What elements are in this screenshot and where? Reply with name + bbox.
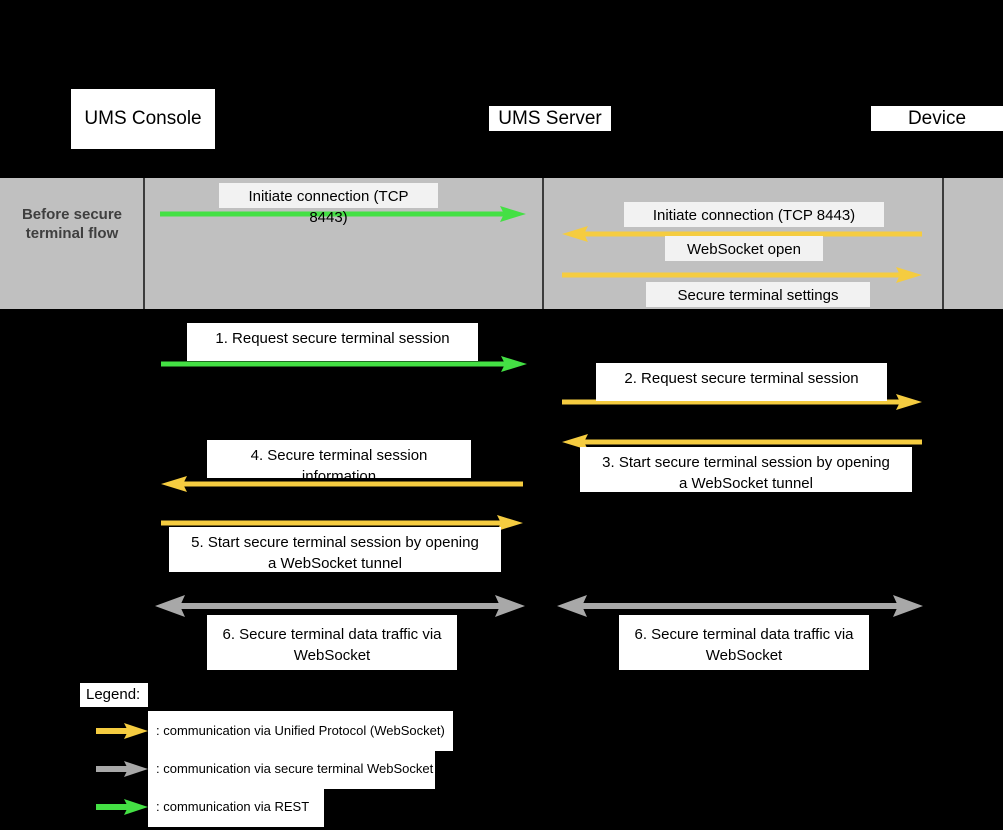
label-band-initiate-connection-unified: Initiate connection (TCP 8443) [624, 202, 884, 227]
label-message-2: 2. Request secure terminal session [596, 363, 887, 401]
participant-label: UMS Console [84, 108, 202, 129]
label-message-6-console-server: 6. Secure terminal data traffic via WebS… [207, 615, 457, 670]
legend-title: Legend: [80, 683, 148, 707]
arrow-band-initiate-connection-rest [160, 206, 526, 222]
legend-label-secure-terminal-websocket: : communication via secure terminal WebS… [148, 749, 435, 789]
participant-label: UMS Server [498, 107, 602, 129]
participant-ums-server: UMS Server [489, 106, 611, 131]
label-band-secure-terminal-settings: Secure terminal settings [646, 282, 870, 307]
label-message-5: 5. Start secure terminal session by open… [169, 527, 501, 572]
arrow-message-2 [562, 394, 922, 410]
participant-device: Device [871, 106, 1003, 131]
label-band-initiate-connection-rest: Initiate connection (TCP 8443) [219, 183, 438, 226]
arrow-message-1 [161, 356, 527, 372]
arrow-message-3 [562, 434, 922, 450]
label-message-3: 3. Start secure terminal session by open… [580, 447, 912, 492]
arrow-message-6-server-device [557, 595, 923, 617]
band-divider-right [942, 178, 944, 309]
label-band-websocket-open: WebSocket open [665, 236, 823, 261]
arrow-band-initiate-connection-unified [562, 226, 922, 242]
label-message-4: 4. Secure terminal session information [207, 440, 471, 485]
arrow-message-6-console-server [155, 595, 525, 617]
participant-label: Device [907, 107, 967, 129]
arrow-band-secure-terminal-settings [562, 267, 922, 283]
legend-arrow-unified-protocol [96, 723, 148, 739]
participant-ums-console: UMS Console [70, 88, 216, 150]
legend-label-rest: : communication via REST [148, 787, 324, 827]
legend-arrow-rest [96, 799, 148, 815]
band-divider-middle [542, 178, 544, 309]
label-message-1: 1. Request secure terminal session [187, 323, 478, 361]
legend-arrow-secure-terminal-websocket [96, 761, 148, 777]
phase-band-label: Before secure terminal flow [21, 206, 123, 242]
band-divider-left [143, 178, 145, 309]
arrow-message-4 [161, 476, 523, 492]
legend-label-unified-protocol: : communication via Unified Protocol (We… [148, 711, 453, 751]
arrow-message-5 [161, 515, 523, 531]
label-message-6-server-device: 6. Secure terminal data traffic via WebS… [619, 615, 869, 670]
